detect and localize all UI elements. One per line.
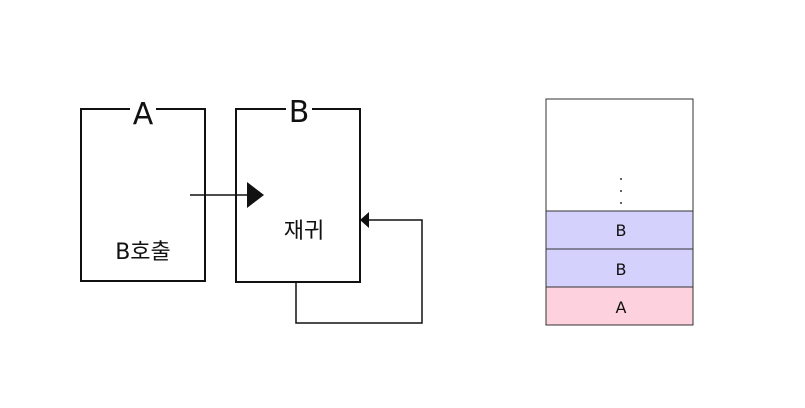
- function-b-title: B: [289, 95, 310, 130]
- recursion-loop-arrow: [295, 212, 423, 324]
- stack-frame-a: [545, 286, 694, 326]
- stack-ellipsis: [620, 178, 622, 204]
- stack-empty-area: [545, 98, 694, 212]
- call-arrow: [190, 182, 264, 208]
- stack-frame-label: B: [616, 221, 627, 240]
- stack-frame-label: A: [616, 298, 627, 317]
- function-a-box: A B호출: [80, 97, 206, 282]
- function-a-title: A: [133, 97, 154, 132]
- function-b-recursion-label: 재귀: [284, 219, 324, 244]
- stack-frame-label: B: [616, 260, 627, 279]
- call-stack: B B A: [545, 98, 694, 326]
- stack-frame-b: [545, 248, 694, 288]
- function-a-call-label: B호출: [115, 240, 171, 265]
